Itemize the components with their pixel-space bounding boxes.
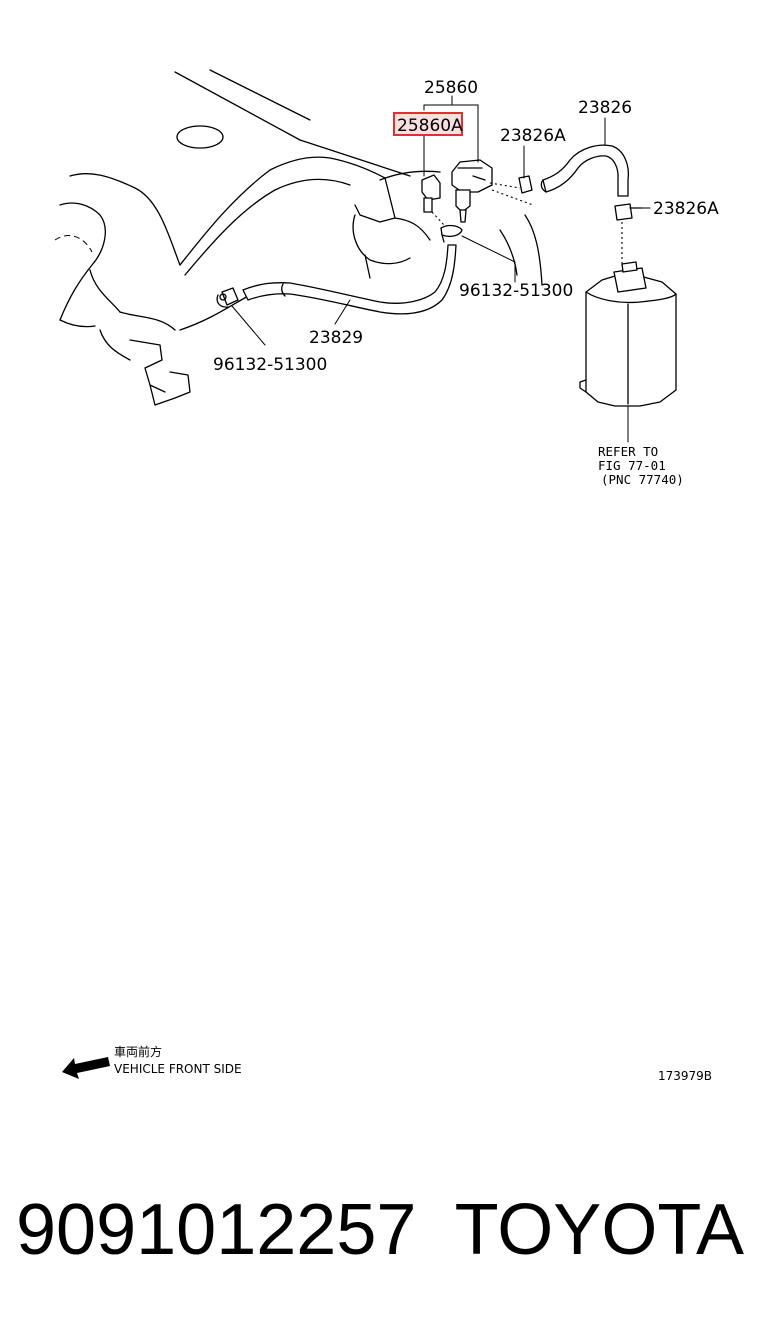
filter-25860a bbox=[421, 174, 441, 213]
front-arrow-icon bbox=[62, 1057, 110, 1079]
parts-diagram: 25860 25860A 23826 23826A 23826A 96132-5… bbox=[54, 69, 719, 1083]
clamp-96132-right bbox=[440, 224, 463, 243]
refer-line-2: FIG 77-01 bbox=[598, 458, 666, 473]
label-23826-top: 23826 bbox=[578, 98, 632, 118]
part-number: 9091012257 bbox=[16, 1190, 417, 1270]
label-23826a-left: 23826A bbox=[500, 126, 566, 146]
routing-lines bbox=[431, 182, 623, 265]
front-label-japanese: 車両前方 bbox=[114, 1044, 162, 1059]
brand-name: TOYOTA bbox=[454, 1190, 744, 1270]
vehicle-front-indicator: 車両前方 VEHICLE FRONT SIDE bbox=[62, 1044, 242, 1079]
refer-line-1: REFER TO bbox=[598, 444, 658, 459]
connector-23826a-right bbox=[614, 203, 643, 221]
front-label-english: VEHICLE FRONT SIDE bbox=[114, 1062, 242, 1076]
charcoal-canister bbox=[579, 261, 677, 407]
valve-25860 bbox=[451, 159, 493, 223]
part-labels: 25860 25860A 23826 23826A 23826A 96132-5… bbox=[213, 78, 719, 375]
leader-lines bbox=[231, 95, 651, 443]
label-96132-right: 96132-51300 bbox=[459, 281, 573, 301]
figure-id: 173979B bbox=[658, 1069, 712, 1083]
engine-outline bbox=[54, 69, 543, 406]
refer-note: REFER TO FIG 77-01 (PNC 77740) bbox=[598, 444, 684, 487]
product-footer: 9091012257 TOYOTA bbox=[0, 1180, 760, 1290]
highlight-25860a bbox=[393, 112, 463, 136]
connector-23826a-left bbox=[518, 175, 533, 194]
label-25860: 25860 bbox=[424, 78, 478, 98]
label-23826a-right: 23826A bbox=[653, 199, 719, 219]
clamp-96132-left bbox=[216, 287, 239, 308]
label-25860a: 25860A bbox=[397, 116, 463, 136]
hose-23829 bbox=[242, 244, 457, 315]
label-96132-left: 96132-51300 bbox=[213, 355, 327, 375]
hose-23826 bbox=[540, 144, 630, 197]
refer-line-3: (PNC 77740) bbox=[601, 472, 684, 487]
label-23829: 23829 bbox=[309, 328, 363, 348]
